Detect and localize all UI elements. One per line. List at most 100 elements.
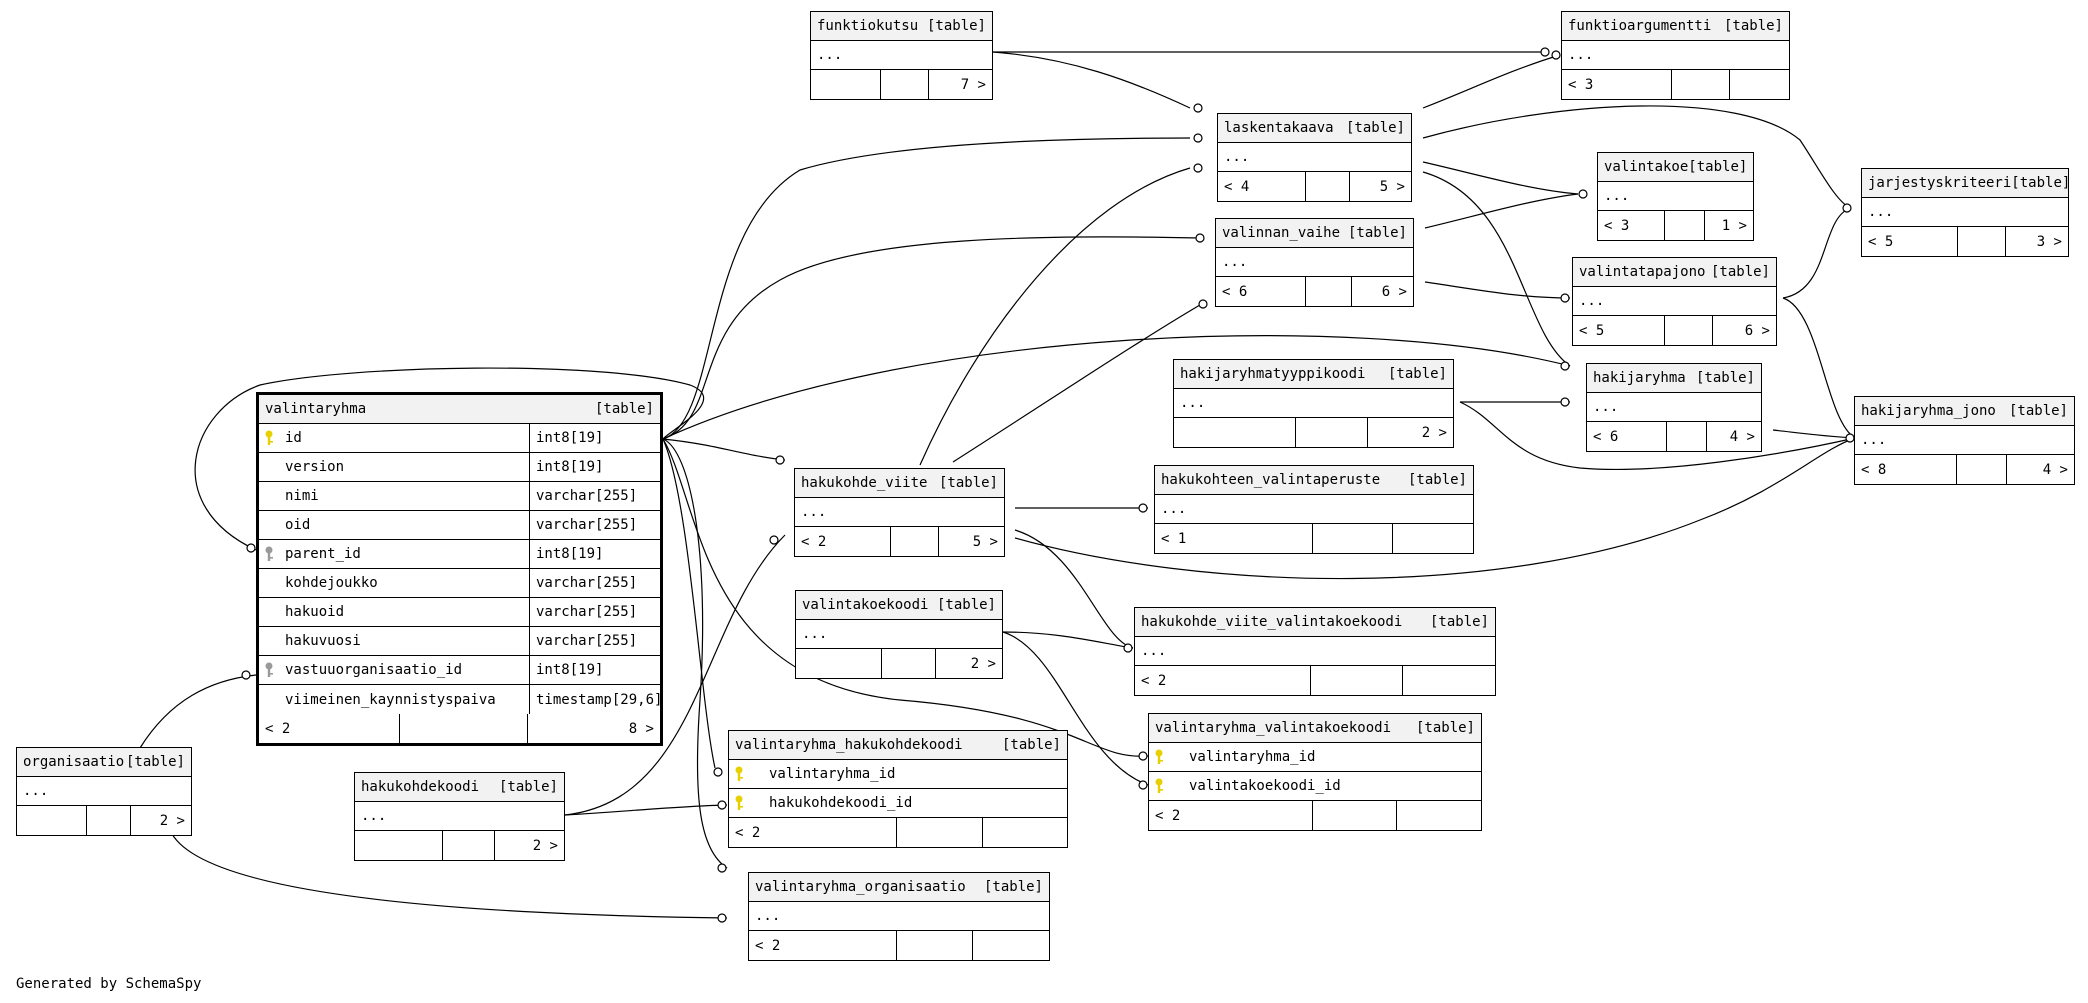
children-count[interactable]: 5 > [1379, 178, 1405, 195]
table-tag: [table] [1429, 614, 1489, 630]
children-count[interactable]: 2 > [159, 812, 185, 829]
children-count[interactable]: 2 > [970, 655, 996, 672]
parents-count[interactable]: < 8 [1855, 455, 1957, 484]
column-type: int8[19] [536, 459, 604, 475]
table-name: hakijaryhma [1593, 370, 1686, 386]
parents-count[interactable]: < 2 [795, 527, 891, 556]
parents-count[interactable]: < 2 [749, 931, 897, 960]
table-hakukohteen-valintaperuste[interactable]: hakukohteen_valintaperuste[table] ... < … [1154, 465, 1474, 554]
table-footer: < 5 3 > [1862, 227, 2068, 256]
table-organisaatio[interactable]: organisaatio[table] ... 2 > [16, 747, 192, 836]
parents-count[interactable]: < 6 [1216, 277, 1306, 306]
column-row[interactable]: hakuoid varchar[255] [259, 598, 660, 627]
edge-laskentakaava-funktioargumentti [1422, 54, 1561, 109]
parents-count[interactable]: < 5 [1862, 227, 1958, 256]
table-funktiokutsu[interactable]: funktiokutsu[table] ... 7 > [810, 11, 993, 100]
parents-count[interactable]: < 5 [1573, 316, 1665, 345]
parents-count[interactable]: < 1 [1155, 524, 1313, 553]
edge-hakukohde-viite-laskentakaava [919, 167, 1191, 466]
columns-collapsed: ... [1218, 143, 1411, 172]
edge-hakijaryhmatyyppikoodi-hakijaryhma-jono [1459, 401, 1856, 470]
column-type: varchar[255] [536, 604, 638, 620]
parents-count[interactable]: < 2 [1135, 666, 1311, 695]
children-count[interactable]: 5 > [972, 533, 998, 550]
column-name: hakuoid [279, 598, 530, 626]
column-row[interactable]: valintaryhma_id [729, 760, 1067, 789]
parents-count[interactable]: < 6 [1587, 422, 1667, 451]
columns-collapsed: ... [796, 620, 1002, 649]
column-row[interactable]: valintaryhma_id [1149, 743, 1481, 772]
parents-count[interactable]: < 3 [1562, 70, 1672, 99]
parents-count[interactable]: < 3 [1598, 211, 1665, 240]
table-laskentakaava[interactable]: laskentakaava[table] ... < 4 5 > [1217, 113, 1412, 202]
table-name: hakukohde_viite [801, 475, 928, 491]
key-slot [259, 685, 279, 714]
table-name: valintaryhma_hakukohdekoodi [735, 737, 963, 753]
foreign-key-icon [259, 540, 279, 568]
table-tag: [table] [2008, 403, 2068, 419]
table-valintaryhma-hakukohdekoodi[interactable]: valintaryhma_hakukohdekoodi[table] valin… [728, 730, 1068, 848]
parents-count[interactable]: < 2 [729, 818, 897, 847]
parents-count[interactable]: < 4 [1218, 172, 1306, 201]
table-funktioargumentti[interactable]: funktioargumentti[table] ... < 3 [1561, 11, 1790, 100]
table-header: valinnan_vaihe[table] [1216, 219, 1413, 248]
table-hakijaryhma[interactable]: hakijaryhma [table] ... < 6 4 > [1586, 363, 1762, 452]
children-count[interactable]: 4 > [1729, 428, 1755, 445]
edge-hakukohdekoodi-hakukohde-viite [564, 534, 786, 816]
edge-hakukohdekoodi-valintaryhma-hakukohdekoodi [564, 804, 728, 816]
parents-count[interactable]: < 2 [1149, 801, 1313, 830]
table-header: laskentakaava[table] [1218, 114, 1411, 143]
children-count[interactable]: 1 > [1721, 217, 1747, 234]
column-name: hakukohdekoodi_id [769, 795, 913, 811]
edge-laskentakaava-hakijaryhma [1422, 171, 1571, 367]
children-count[interactable]: 6 > [1744, 322, 1770, 339]
children-count[interactable]: 3 > [2036, 233, 2062, 250]
columns-collapsed: ... [1216, 248, 1413, 277]
edge-valintaryhma-valintaryhma-organisaatio [662, 438, 728, 869]
table-valintakoekoodi[interactable]: valintakoekoodi[table] ... 2 > [795, 590, 1003, 679]
children-count[interactable]: 4 > [2042, 461, 2068, 478]
table-valintakoe[interactable]: valintakoe[table] ... < 3 1 > [1597, 152, 1754, 241]
children-count[interactable]: 8 > [628, 720, 654, 737]
children-count[interactable]: 6 > [1381, 283, 1407, 300]
table-hakukohde-viite-valintakoekoodi[interactable]: hakukohde_viite_valintakoekoodi[table] .… [1134, 607, 1496, 696]
table-tag: [table] [1695, 370, 1755, 386]
column-row[interactable]: hakukohdekoodi_id [729, 789, 1067, 818]
columns-collapsed: ... [1587, 393, 1761, 422]
table-header: valintakoe[table] [1598, 153, 1753, 182]
table-name: organisaatio [23, 754, 125, 770]
table-hakijaryhmatyyppikoodi[interactable]: hakijaryhmatyyppikoodi[table] ... 2 > [1173, 359, 1454, 448]
table-valintaryhma-organisaatio[interactable]: valintaryhma_organisaatio[table] ... < 2 [748, 872, 1050, 961]
table-header: valintaryhma[table] [259, 395, 660, 424]
children-count[interactable]: 7 > [960, 76, 986, 93]
parents-count[interactable]: < 2 [259, 714, 400, 743]
table-valinnan-vaihe[interactable]: valinnan_vaihe[table] ... < 6 6 > [1215, 218, 1414, 307]
children-count[interactable]: 2 > [532, 837, 558, 854]
table-footer: 2 > [796, 649, 1002, 678]
primary-key-icon [1149, 772, 1169, 800]
column-name: valintaryhma_id [769, 766, 896, 782]
table-footer: < 8 4 > [1855, 455, 2074, 484]
column-row[interactable]: valintakoekoodi_id [1149, 772, 1481, 801]
table-hakukohdekoodi[interactable]: hakukohdekoodi[table] ... 2 > [354, 772, 565, 861]
table-footer: 2 > [355, 831, 564, 860]
table-valintaryhma-valintakoekoodi[interactable]: valintaryhma_valintakoekoodi[table] vali… [1148, 713, 1482, 831]
edge-valintakoekoodi-valintaryhma-valintakoekoodi [1002, 631, 1149, 786]
columns-collapsed: ... [1598, 182, 1753, 211]
children-count[interactable]: 2 > [1421, 424, 1447, 441]
